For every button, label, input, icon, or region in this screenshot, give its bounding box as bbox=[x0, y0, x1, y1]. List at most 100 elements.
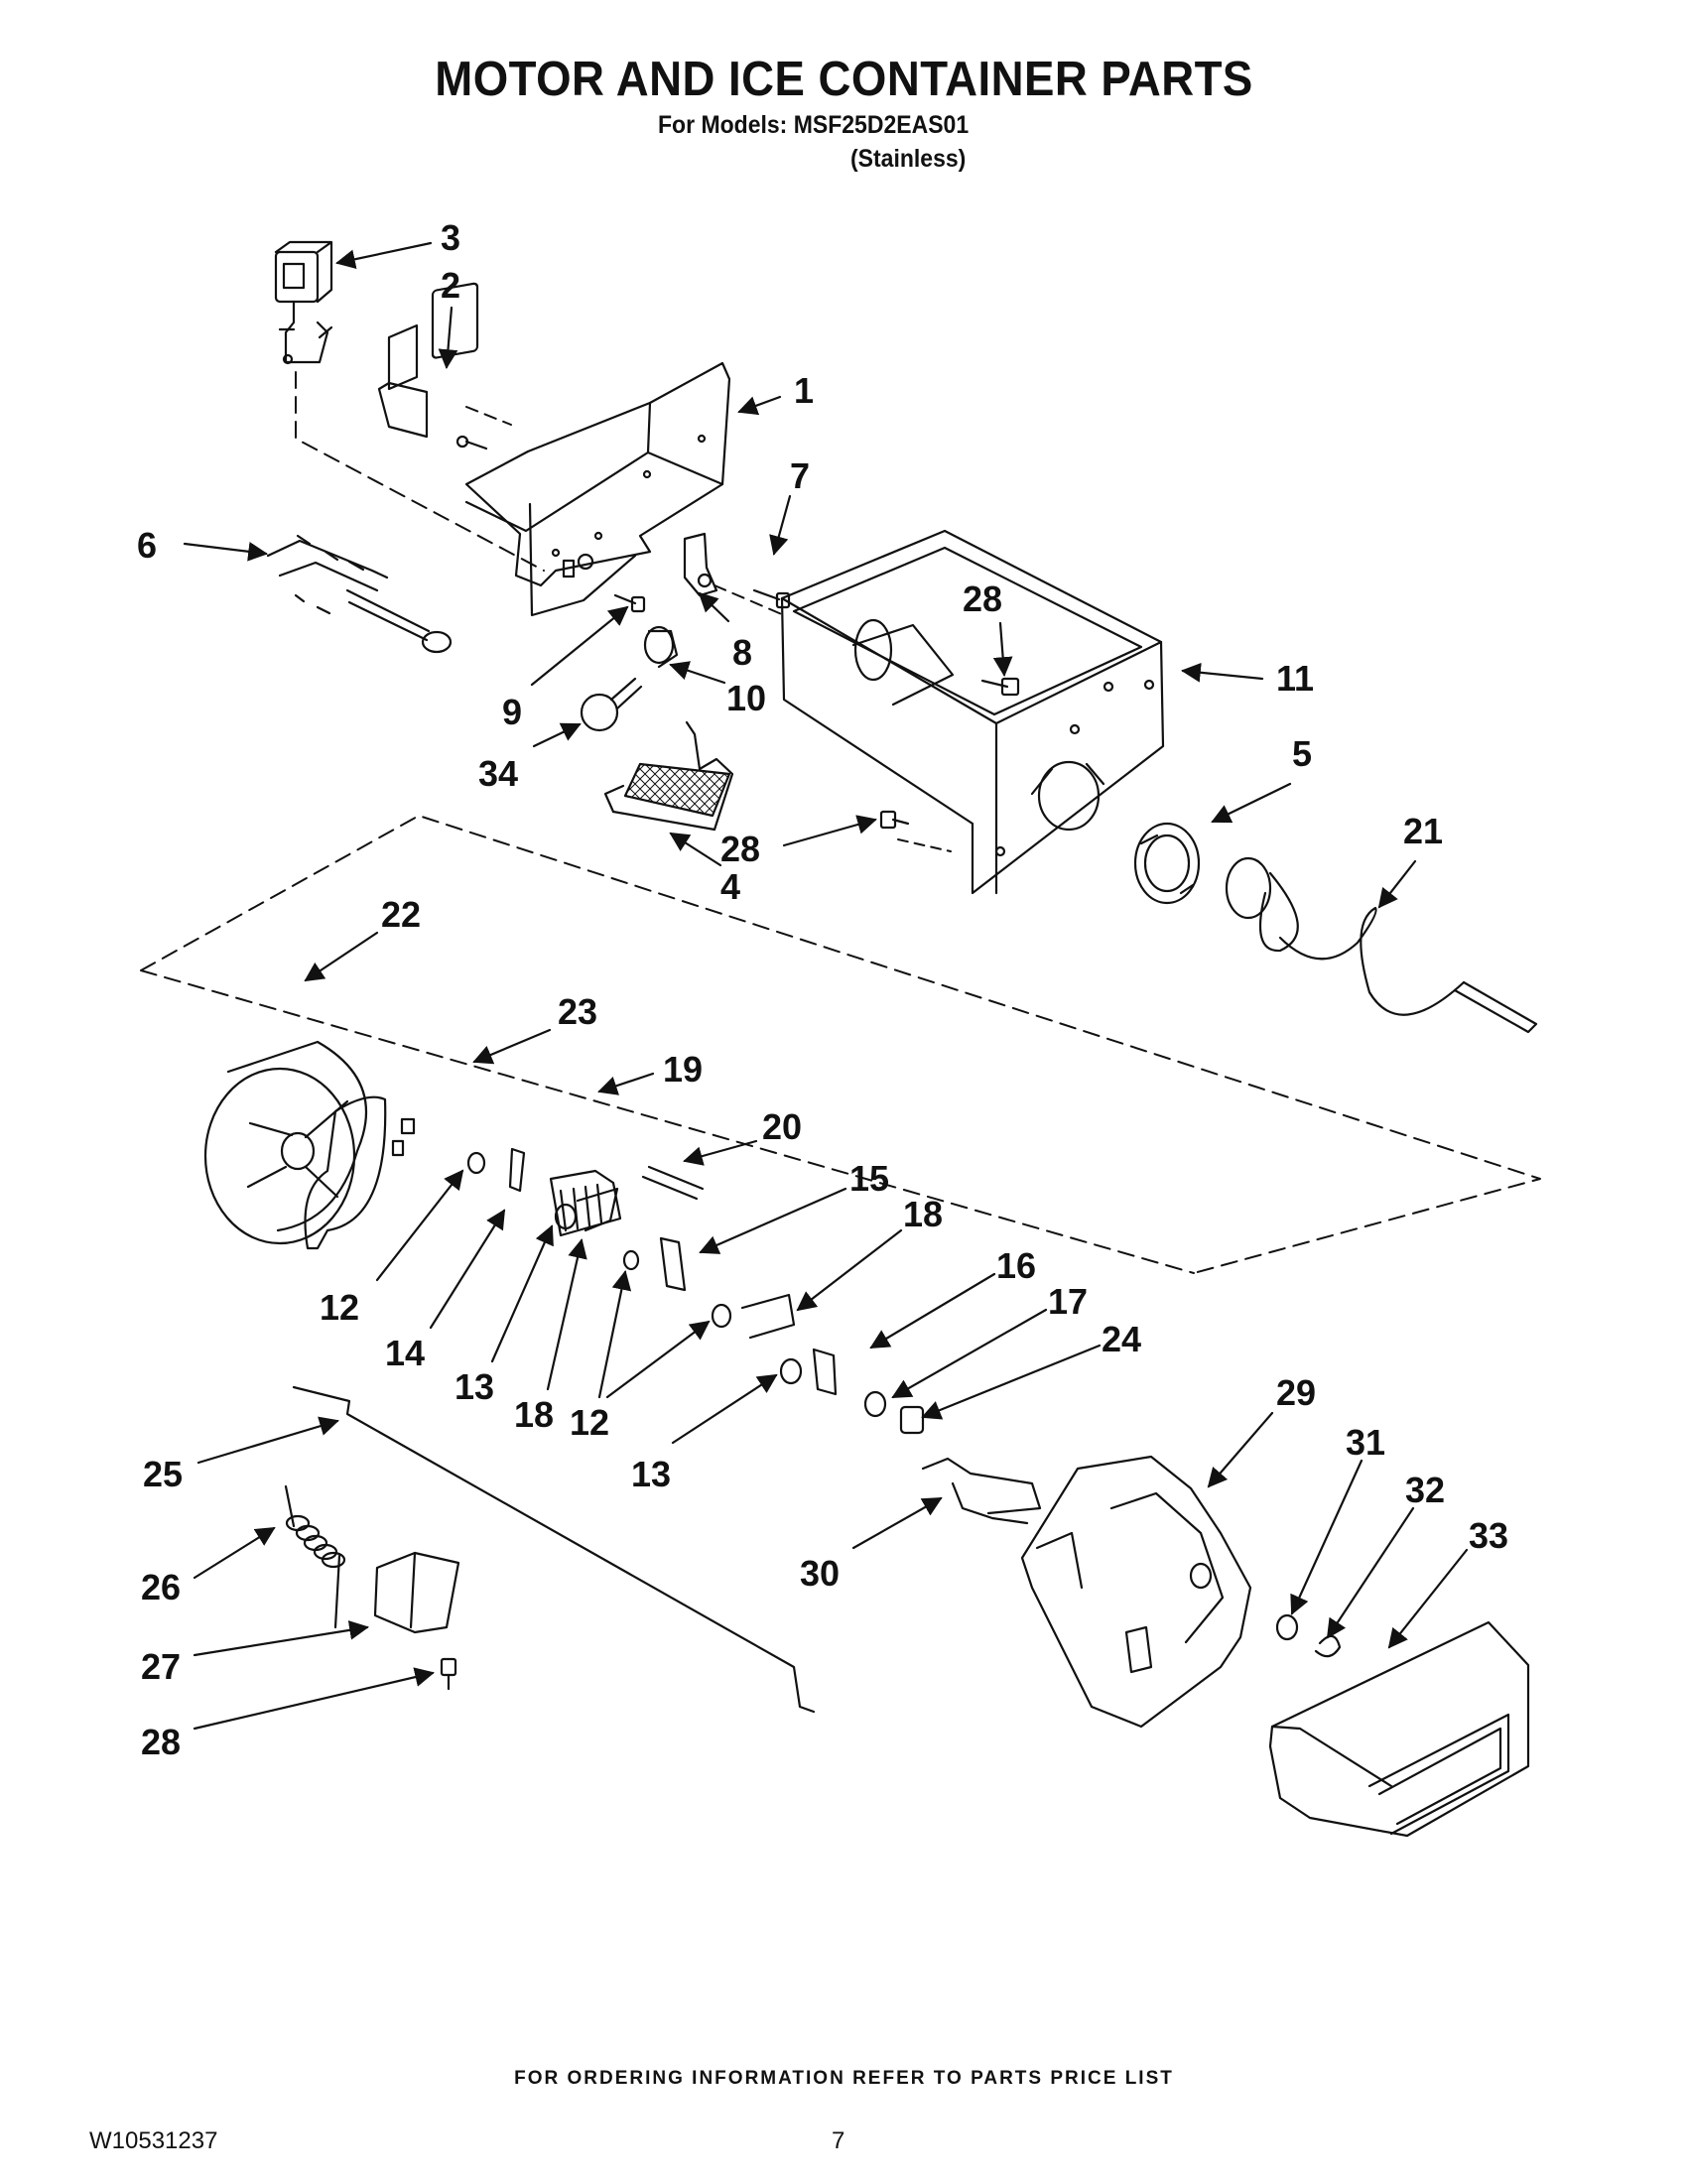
ice-container-part bbox=[780, 529, 1165, 895]
arrow-2 bbox=[438, 306, 458, 369]
arrow-3 bbox=[335, 241, 433, 269]
callout-9: 9 bbox=[502, 692, 522, 732]
light-bulb-part bbox=[580, 677, 643, 732]
callout-32: 32 bbox=[1405, 1470, 1445, 1510]
callout-2: 2 bbox=[441, 265, 460, 306]
callout-13b: 13 bbox=[631, 1454, 671, 1494]
page-number: 7 bbox=[832, 2127, 845, 2154]
callout-23: 23 bbox=[558, 991, 597, 1032]
screw-28-top-part bbox=[980, 677, 1020, 697]
callout-28a: 28 bbox=[963, 578, 1002, 619]
water-valve-part bbox=[274, 240, 333, 365]
arrow-30 bbox=[851, 1496, 943, 1550]
callout-24: 24 bbox=[1102, 1319, 1141, 1359]
arrow-17 bbox=[891, 1308, 1048, 1399]
arrow-33 bbox=[1387, 1548, 1469, 1649]
screw-leader bbox=[897, 838, 952, 852]
callout-18b: 18 bbox=[903, 1194, 943, 1234]
callout-1: 1 bbox=[794, 370, 814, 411]
callout-7: 7 bbox=[790, 455, 810, 496]
callout-20: 20 bbox=[762, 1106, 802, 1147]
arrow-23 bbox=[472, 1028, 552, 1065]
arrow-31 bbox=[1290, 1459, 1363, 1615]
arrow-18b bbox=[796, 1228, 903, 1312]
arrow-8 bbox=[698, 591, 730, 623]
models-line: For Models: MSF25D2EAS01 bbox=[658, 111, 970, 139]
arrow-24 bbox=[921, 1344, 1102, 1420]
callout-14: 14 bbox=[385, 1333, 425, 1373]
arrow-32 bbox=[1326, 1506, 1415, 1639]
callout-16: 16 bbox=[996, 1245, 1036, 1286]
wire-harness-part bbox=[266, 534, 453, 654]
washer-31-part bbox=[1275, 1613, 1299, 1641]
page-title: MOTOR AND ICE CONTAINER PARTS bbox=[435, 53, 1253, 106]
callout-28c: 28 bbox=[141, 1722, 181, 1762]
callout-12a: 12 bbox=[320, 1287, 359, 1328]
ordering-note: FOR ORDERING INFORMATION REFER TO PARTS … bbox=[514, 2068, 1174, 2089]
screw-28-mid-part bbox=[879, 810, 910, 830]
arrow-5 bbox=[1211, 782, 1292, 824]
arrow-26 bbox=[193, 1526, 276, 1580]
clip-32-part bbox=[1314, 1634, 1342, 1658]
callout-10: 10 bbox=[726, 678, 766, 718]
arrow-25 bbox=[196, 1416, 339, 1465]
arrow-9 bbox=[530, 605, 629, 687]
arrow-12b bbox=[597, 1270, 632, 1399]
motor-part bbox=[377, 282, 488, 450]
arrow-4 bbox=[669, 832, 722, 867]
document-id: W10531237 bbox=[89, 2127, 218, 2154]
auger-motor-housing-part bbox=[1020, 1455, 1252, 1729]
arrow-28c bbox=[193, 1667, 435, 1731]
arrow-28b bbox=[782, 815, 877, 847]
arrow-18a bbox=[546, 1238, 587, 1391]
arrow-6 bbox=[183, 542, 268, 562]
callout-17: 17 bbox=[1048, 1281, 1088, 1322]
arrow-12c bbox=[605, 1320, 711, 1399]
callout-26: 26 bbox=[141, 1567, 181, 1607]
motor-housing-part bbox=[464, 361, 731, 617]
callout-15: 15 bbox=[849, 1158, 889, 1199]
shaft-leader bbox=[714, 584, 785, 616]
callout-19: 19 bbox=[663, 1049, 703, 1090]
arrow-11 bbox=[1181, 662, 1264, 683]
rod-part bbox=[292, 1385, 816, 1714]
screw-28-bottom-part bbox=[440, 1657, 457, 1691]
arrow-13b bbox=[671, 1373, 778, 1445]
ice-blades-part bbox=[549, 1169, 622, 1237]
crusher-plate-part bbox=[304, 1095, 416, 1250]
arrow-16 bbox=[869, 1272, 996, 1349]
arrow-21 bbox=[1377, 859, 1417, 909]
assembly-outline bbox=[140, 815, 1541, 1274]
arrow-14 bbox=[429, 1209, 506, 1330]
callout-4: 4 bbox=[720, 866, 740, 907]
arrow-34 bbox=[532, 722, 582, 748]
arrow-10 bbox=[669, 661, 726, 685]
callout-28b: 28 bbox=[720, 829, 760, 869]
callout-33: 33 bbox=[1469, 1515, 1508, 1556]
callout-27: 27 bbox=[141, 1646, 181, 1687]
light-shield-part bbox=[603, 720, 734, 832]
arrow-28a bbox=[992, 621, 1013, 677]
arrow-15 bbox=[699, 1187, 847, 1254]
callout-29: 29 bbox=[1276, 1372, 1316, 1413]
callout-12b: 12 bbox=[570, 1402, 609, 1443]
arrow-27 bbox=[193, 1620, 369, 1657]
callout-5: 5 bbox=[1292, 733, 1312, 774]
bracket-27-part bbox=[373, 1551, 460, 1634]
callout-21: 21 bbox=[1403, 811, 1443, 851]
callout-3: 3 bbox=[441, 217, 460, 258]
lamp-socket-part bbox=[643, 625, 679, 669]
screw-9-part bbox=[613, 593, 646, 613]
callout-18a: 18 bbox=[514, 1394, 554, 1435]
spring-part bbox=[284, 1484, 346, 1629]
bracket-8-part bbox=[683, 532, 718, 597]
auger-wire-part bbox=[1225, 856, 1538, 1034]
callout-30: 30 bbox=[800, 1553, 840, 1594]
callout-34: 34 bbox=[478, 753, 518, 794]
arrow-22 bbox=[304, 931, 379, 982]
arrow-12a bbox=[375, 1169, 464, 1282]
callout-25: 25 bbox=[143, 1454, 183, 1494]
crusher-drum-part bbox=[203, 1040, 367, 1245]
bracket-30-part bbox=[921, 1457, 1042, 1525]
